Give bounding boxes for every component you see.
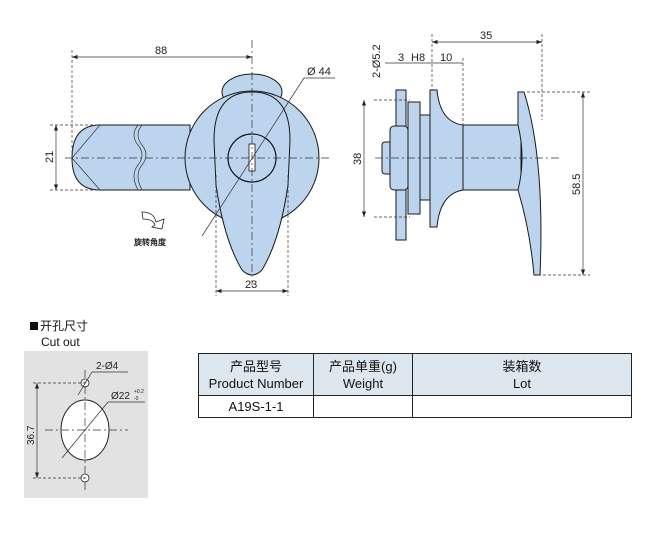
dim-diameter: Ø 44 bbox=[307, 66, 331, 78]
dim-plate: 3 bbox=[398, 52, 404, 64]
dim-10: 10 bbox=[440, 52, 452, 64]
dim-spacing: 36.7 bbox=[26, 425, 37, 445]
cutout-title-en: Cut out bbox=[41, 335, 80, 349]
t-handle bbox=[517, 91, 542, 276]
dim-handle-width: 23 bbox=[245, 279, 257, 291]
spring bbox=[419, 114, 431, 201]
break-line bbox=[133, 124, 147, 191]
header-weight-cn: 产品单重(g) bbox=[329, 358, 397, 374]
table-row: A19S-1-1 bbox=[198, 395, 632, 418]
cutout-dim-diameter: Ø22 bbox=[111, 391, 130, 402]
tolerance-lower: -0 bbox=[134, 396, 139, 402]
square-bullet-icon bbox=[30, 322, 38, 330]
cell-lot bbox=[412, 395, 632, 418]
tolerance-upper: +0.2 bbox=[134, 389, 144, 395]
cutout-dim-holes: 2-Ø4 bbox=[96, 361, 119, 372]
rotation-label: 旋转角度 bbox=[133, 237, 167, 247]
cell-product-number: A19S-1-1 bbox=[198, 395, 314, 418]
cell-weight bbox=[313, 395, 413, 418]
dim-cam-width: 21 bbox=[44, 151, 56, 163]
header-weight-en: Weight bbox=[342, 375, 384, 391]
dim-58-5: 58.5 bbox=[571, 174, 583, 195]
dim-h8: H8 bbox=[411, 52, 425, 64]
header-weight: 产品单重(g)Weight bbox=[313, 353, 413, 396]
dim-38: 38 bbox=[352, 153, 364, 165]
dim-holes: 2-Ø5.2 bbox=[371, 44, 383, 78]
side-view: 35 3 H8 10 2-Ø5.2 38 58.5 bbox=[352, 30, 590, 276]
dim-35: 35 bbox=[480, 30, 492, 42]
handle bbox=[213, 91, 291, 276]
dim-length: 88 bbox=[155, 45, 167, 57]
cutout-diagram: 36.7 2-Ø4 Ø22 +0.2 -0 bbox=[24, 351, 148, 498]
header-product-number-cn: 产品型号 bbox=[229, 358, 282, 374]
cutout-title: 开孔尺寸 Cut out bbox=[30, 318, 88, 350]
shaft bbox=[462, 124, 522, 191]
header-lot-en: Lot bbox=[512, 375, 532, 391]
header-lot-cn: 装箱数 bbox=[502, 358, 542, 374]
cam-bar bbox=[71, 124, 191, 191]
header-product-number-en: Product Number bbox=[208, 375, 304, 391]
front-view: 88 21 23 Ø 44 旋转角度 bbox=[44, 40, 335, 296]
rotation-arrow-icon bbox=[141, 211, 165, 230]
cutout-title-cn: 开孔尺寸 bbox=[40, 319, 89, 333]
flange bbox=[429, 89, 464, 228]
